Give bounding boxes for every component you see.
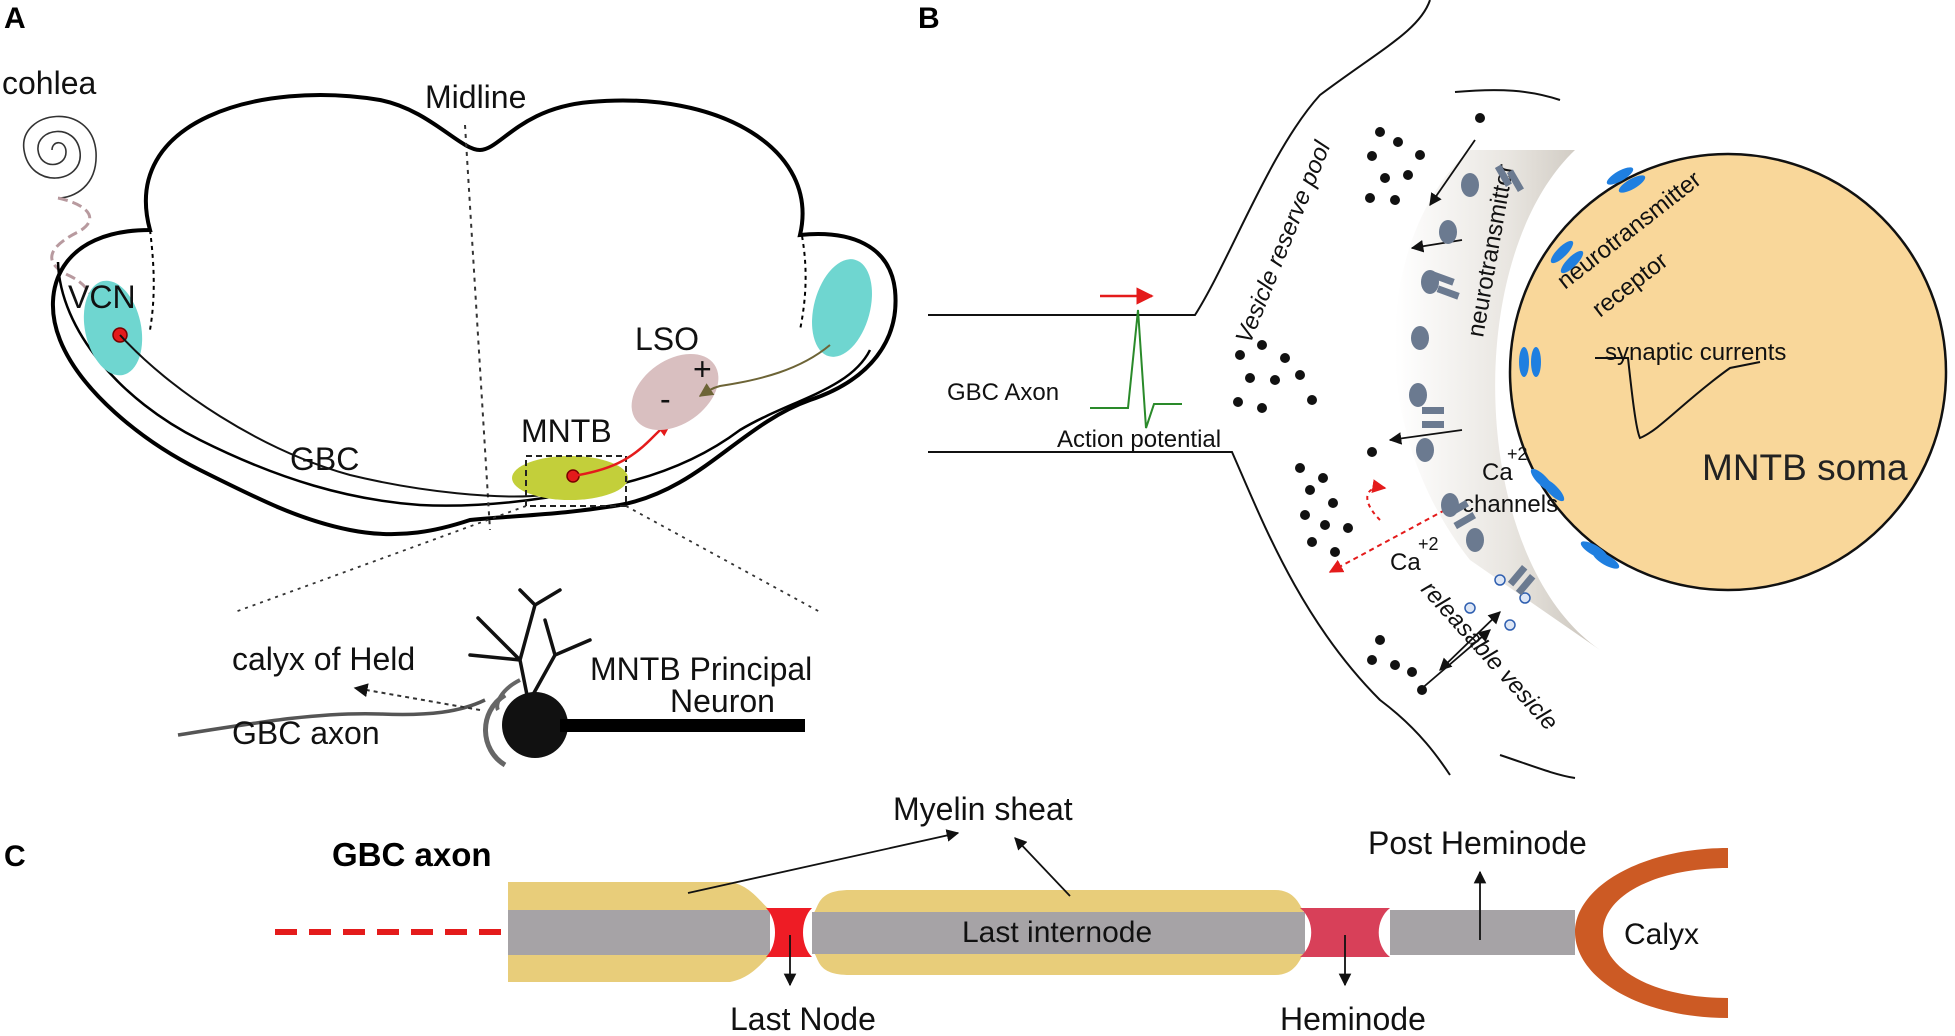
vcn-label: VCN (68, 279, 136, 315)
contralateral-to-lso-arrow (698, 344, 831, 397)
midline-dotted (464, 124, 491, 531)
action-potential-label: Action potential (1057, 426, 1221, 453)
vesicle-reserve-pool (1233, 113, 1485, 695)
panel-b-label: B (918, 2, 940, 35)
panel-c: C GBC axon Calyx Last internode Myelin s… (4, 791, 1728, 1036)
post-heminode-segment (1390, 910, 1575, 955)
synaptic-cleft (1394, 150, 1600, 650)
ca-channels-sup: +2 (1507, 444, 1528, 464)
ventral-inner-line (56, 261, 872, 507)
axon-core-1 (508, 910, 770, 955)
vesicle-exchange-arrow-2 (1419, 629, 1491, 691)
calyx-c-label: Calyx (1624, 918, 1699, 951)
lso-inhibitory-sign: - (660, 381, 671, 417)
vesicle-exchange-arrow-1 (1439, 611, 1501, 671)
cochlea-icon (23, 115, 97, 199)
vcn-nucleus (83, 280, 143, 376)
synaptic-current-trace (1595, 357, 1761, 440)
release-arrow-1 (1410, 239, 1463, 253)
mntb-principal-soma (502, 692, 568, 758)
calyx-terminal-finger (495, 678, 521, 712)
mntb-label: MNTB (521, 413, 612, 449)
right-sulcus (799, 235, 807, 331)
heminode-label: Heminode (1280, 1001, 1426, 1036)
release-arrow-2 (1388, 429, 1463, 445)
calyx-shape (1575, 848, 1728, 1018)
cochlea-label: cohlea (2, 65, 97, 101)
ca-ion-label: Ca (1390, 549, 1421, 576)
contralateral-vcn (812, 259, 872, 357)
neuron-dendrites (468, 588, 592, 712)
heminode-marker (1300, 908, 1390, 957)
terminal-membrane-upper (928, 0, 1431, 316)
terminal-membrane-lower (928, 451, 1451, 776)
panel-b: B MNTB soma synaptic currents Vesicle re… (918, 0, 1948, 779)
ca-channels-ca: Ca (1482, 459, 1513, 486)
gbc-label: GBC (290, 441, 359, 477)
release-arrow-3 (1429, 139, 1476, 207)
lso-excitatory-sign: + (693, 351, 712, 387)
post-heminode-label: Post Heminode (1368, 825, 1587, 861)
ca-ion-sup: +2 (1418, 534, 1439, 554)
zoom-gbc-axon-label: GBC axon (232, 715, 380, 751)
gbc-axon-b-label: GBC Axon (947, 379, 1059, 406)
myelin-label: Myelin sheat (893, 791, 1073, 827)
gbc-axon-title: GBC axon (332, 836, 492, 873)
postsynaptic-outline (1454, 89, 1576, 779)
zoom-gbc-axon (177, 698, 486, 737)
synaptic-currents-label: synaptic currents (1605, 339, 1786, 366)
principal-label-1: MNTB Principal (590, 651, 812, 687)
panel-c-label: C (4, 840, 26, 873)
myelin-arrow-2 (1014, 837, 1071, 897)
calyx-pointer-arrow (353, 683, 481, 711)
releasable-vesicles (1464, 574, 1531, 631)
mntb-zoom-box (525, 455, 627, 507)
mntb-soma (1508, 152, 1948, 592)
calcium-influx-arrow (1328, 509, 1446, 573)
neurotransmitter-receptors (1519, 167, 1646, 569)
lso-label: LSO (635, 321, 699, 357)
principal-axon (560, 719, 805, 732)
mntb-soma-label: MNTB soma (1702, 447, 1908, 488)
calcium-channels (1422, 164, 1536, 596)
presynaptic-release-sites (1409, 173, 1484, 552)
panel-a-label: A (4, 2, 26, 35)
last-node-marker (766, 908, 812, 957)
brainstem-outline (51, 93, 898, 537)
calcium-vesicle-arrow (1366, 479, 1387, 521)
left-sulcus (149, 229, 155, 331)
action-potential-trace (1090, 309, 1182, 429)
ca-channels-label: channels (1462, 491, 1558, 518)
lso-nucleus (631, 353, 719, 431)
midline-label: Midline (425, 79, 526, 115)
calyx-zoom: calyx of Held GBC axon MNTB Principal Ne… (177, 588, 812, 768)
last-internode-label: Last internode (962, 916, 1152, 949)
panel-a: A cohlea Midline VCN GBC MNTB (2, 2, 898, 768)
axon-core-2 (812, 912, 1305, 954)
reserve-pool-label: Vesicle reserve pool (1231, 137, 1337, 347)
zoom-line-left (234, 505, 527, 613)
last-node-label: Last Node (730, 1001, 876, 1036)
calyx-label: calyx of Held (232, 641, 415, 677)
myelin-arrow-1 (687, 829, 960, 894)
zoom-line-right (625, 505, 821, 613)
principal-label-2: Neuron (670, 683, 775, 719)
